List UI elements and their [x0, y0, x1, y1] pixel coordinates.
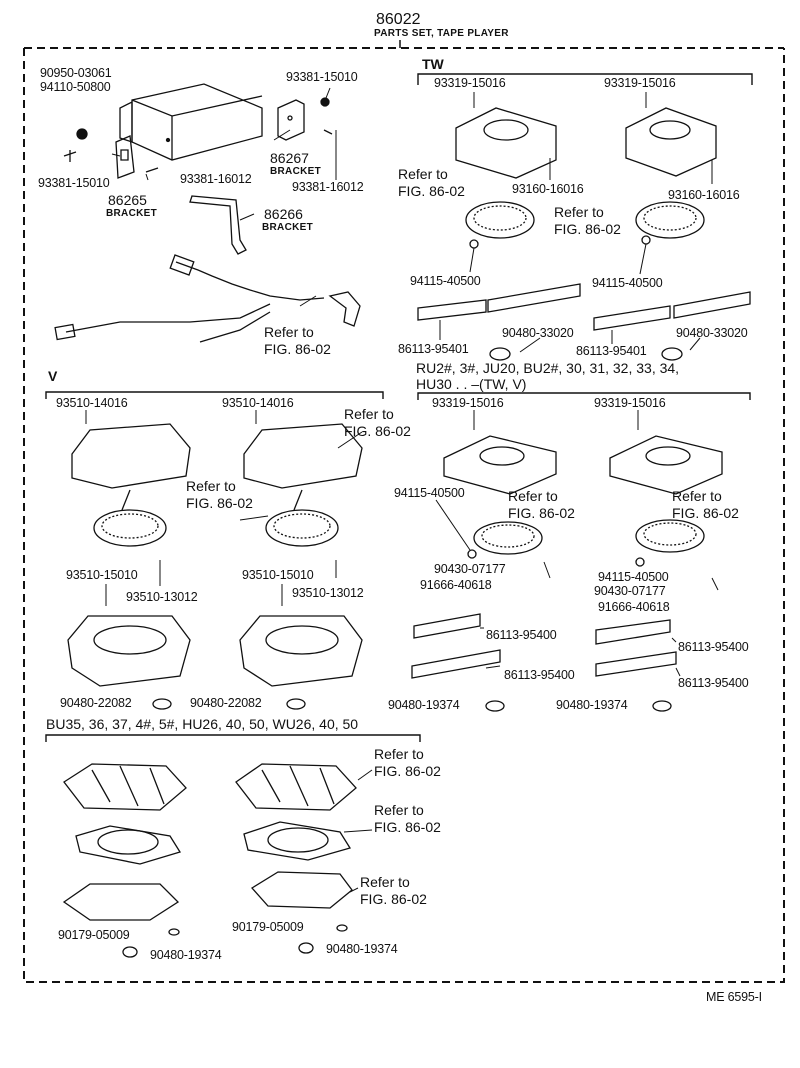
refer-to-ru-left-line1: Refer to	[508, 488, 558, 504]
v-speaker-base-icons	[68, 616, 362, 686]
v-speaker-icons	[94, 490, 338, 546]
part-label-90430-07177-b: 90430-07177	[594, 584, 666, 598]
part-label-93510-13012-b: 93510-13012	[292, 586, 364, 600]
parts-set-frame	[24, 40, 784, 982]
part-label-93381-15010-top: 93381-15010	[286, 70, 358, 84]
part-label-93510-15010-a: 93510-15010	[66, 568, 138, 582]
refer-to-tw-left-line1: Refer to	[398, 166, 448, 182]
part-label-90480-19374-b: 90480-19374	[556, 698, 628, 712]
tw-speaker-icons	[466, 202, 704, 248]
part-label-86113-95400-d: 86113-95400	[678, 676, 749, 690]
refer-to-v-right-line1: Refer to	[344, 406, 394, 422]
part-label-94115-40500-c: 94115-40500	[394, 486, 465, 500]
refer-to-v-mid-line1: Refer to	[186, 478, 236, 494]
refer-to-bu-grille-line2: FIG. 86-02	[374, 763, 441, 779]
part-label-93510-14016-b: 93510-14016	[222, 396, 294, 410]
group-label-bu: BU35, 36, 37, 4#, 5#, HU26, 40, 50, WU26…	[46, 716, 359, 732]
part-label-90179-05009-b: 90179-05009	[232, 920, 304, 934]
part-label-93160-16016-b: 93160-16016	[668, 188, 740, 202]
refer-to-harness-line2: FIG. 86-02	[264, 341, 331, 357]
ru-speaker-bracket-icons	[444, 436, 722, 494]
part-label-86113-95400-b: 86113-95400	[504, 668, 575, 682]
part-label-90179-05009-a: 90179-05009	[58, 928, 130, 942]
part-label-94115-40500-b: 94115-40500	[592, 276, 663, 290]
part-label-93319-15016-a: 93319-15016	[434, 76, 506, 90]
part-label-93381-16012-a: 93381-16012	[180, 172, 252, 186]
tw-pad-icons	[418, 284, 750, 360]
part-label-86266: 86266	[264, 206, 303, 222]
bu-speaker-icons	[64, 872, 352, 957]
bracket-86267-icon	[278, 100, 304, 140]
part-label-93510-13012-a: 93510-13012	[126, 590, 198, 604]
part-label-93381-16012-b: 93381-16012	[292, 180, 364, 194]
part-label-90480-22082-b: 90480-22082	[190, 696, 262, 710]
refer-to-bu-grille-line1: Refer to	[374, 746, 424, 762]
bracket-name-86267: BRACKET	[270, 166, 321, 177]
refer-to-ru-right-line1: Refer to	[672, 488, 722, 504]
main-part-number: 86022	[376, 11, 421, 28]
part-label-93160-16016-a: 93160-16016	[512, 182, 584, 196]
part-label-93510-14016-a: 93510-14016	[56, 396, 128, 410]
part-label-91666-40618-b: 91666-40618	[598, 600, 670, 614]
group-label-v: V	[48, 368, 58, 384]
bracket-name-86266: BRACKET	[262, 222, 313, 233]
ru-speaker-icons	[468, 520, 704, 566]
bracket-86265-icon	[116, 136, 134, 178]
drawing-code: ME 6595-I	[706, 990, 762, 1004]
part-label-94110-50800: 94110-50800	[40, 80, 111, 94]
part-label-86113-95401-b: 86113-95401	[576, 344, 647, 358]
group-label-ru-line2: HU30 . . –(TW, V)	[416, 376, 527, 392]
part-label-94115-40500-a: 94115-40500	[410, 274, 481, 288]
refer-to-bu-frame-line1: Refer to	[374, 802, 424, 818]
refer-to-tw-left-line2: FIG. 86-02	[398, 183, 465, 199]
part-label-86267: 86267	[270, 150, 309, 166]
tw-speaker-bracket-icons	[456, 108, 716, 178]
refer-to-ru-left-line2: FIG. 86-02	[508, 505, 575, 521]
part-label-90480-19374-a: 90480-19374	[388, 698, 460, 712]
refer-to-v-right-line2: FIG. 86-02	[344, 423, 411, 439]
tape-player-unit-icon	[120, 84, 262, 160]
bu-grille-icons	[64, 764, 356, 810]
v-grommet-icons	[153, 699, 305, 709]
part-label-86113-95400-a: 86113-95400	[486, 628, 557, 642]
part-label-90480-33020-a: 90480-33020	[502, 326, 574, 340]
part-label-86113-95400-c: 86113-95400	[678, 640, 749, 654]
part-label-94115-40500-d: 94115-40500	[598, 570, 669, 584]
refer-to-bu-speaker-line2: FIG. 86-02	[360, 891, 427, 907]
refer-to-tw-right-line1: Refer to	[554, 204, 604, 220]
group-label-tw: TW	[422, 56, 444, 72]
part-label-86265: 86265	[108, 192, 147, 208]
main-part-name: PARTS SET, TAPE PLAYER	[374, 28, 509, 39]
part-label-93381-15010-left: 93381-15010	[38, 176, 110, 190]
part-label-90480-22082-a: 90480-22082	[60, 696, 132, 710]
refer-to-harness-line1: Refer to	[264, 324, 314, 340]
part-label-93319-15016-d: 93319-15016	[594, 396, 666, 410]
group-bracket-lines	[46, 74, 752, 742]
refer-to-v-mid-line2: FIG. 86-02	[186, 495, 253, 511]
refer-to-bu-frame-line2: FIG. 86-02	[374, 819, 441, 835]
ru-pad-icons	[412, 614, 676, 711]
part-label-90480-19374-d: 90480-19374	[326, 942, 398, 956]
part-label-90480-19374-c: 90480-19374	[150, 948, 222, 962]
refer-to-ru-right-line2: FIG. 86-02	[672, 505, 739, 521]
screw-icons-top-left	[64, 98, 332, 172]
refer-to-tw-right-line2: FIG. 86-02	[554, 221, 621, 237]
part-label-90480-33020-b: 90480-33020	[676, 326, 748, 340]
leader-lines	[86, 88, 718, 892]
part-label-91666-40618-a: 91666-40618	[420, 578, 492, 592]
v-speaker-cover-icons	[72, 424, 362, 488]
part-label-90430-07177-a: 90430-07177	[434, 562, 506, 576]
part-label-93510-15010-b: 93510-15010	[242, 568, 314, 582]
refer-to-bu-speaker-line1: Refer to	[360, 874, 410, 890]
part-label-86113-95401-a: 86113-95401	[398, 342, 469, 356]
wire-harness-icon	[55, 255, 360, 342]
bracket-name-86265: BRACKET	[106, 208, 157, 219]
group-label-ru-line1: RU2#, 3#, JU20, BU2#, 30, 31, 32, 33, 34…	[416, 360, 680, 376]
part-label-90950-03061: 90950-03061	[40, 66, 112, 80]
part-label-93319-15016-b: 93319-15016	[604, 76, 676, 90]
bracket-86266-icon	[190, 196, 246, 254]
bu-speaker-frame-icons	[76, 822, 350, 864]
part-label-93319-15016-c: 93319-15016	[432, 396, 504, 410]
